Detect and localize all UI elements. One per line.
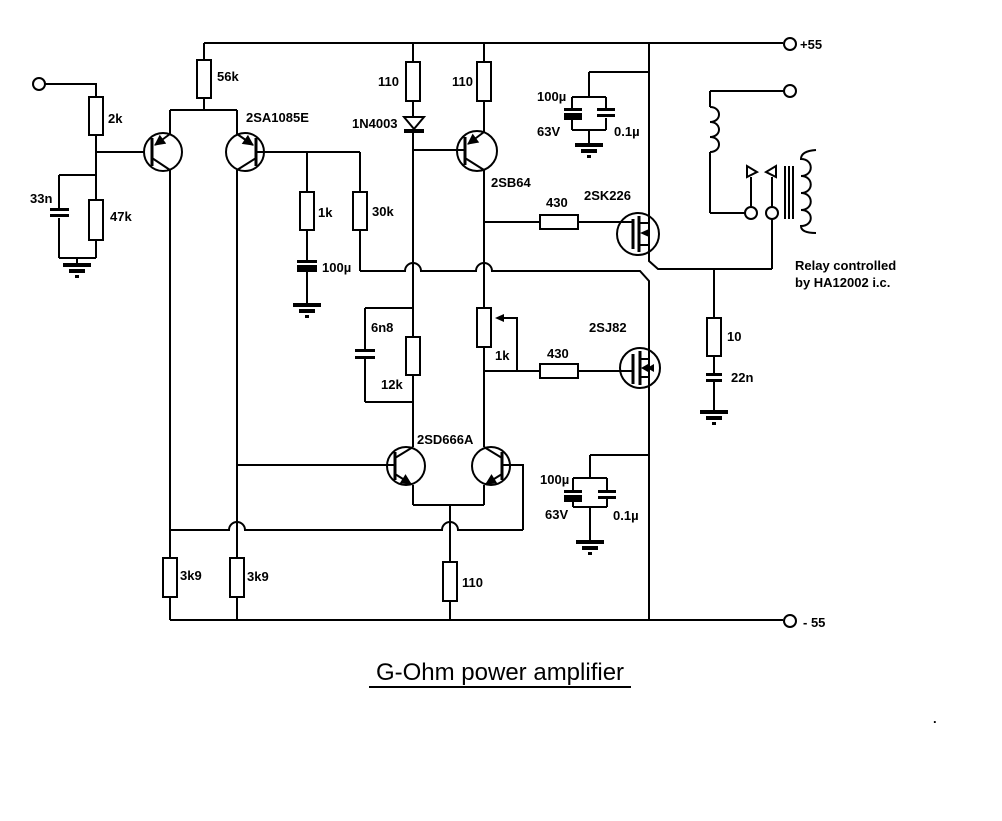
capacitors: [50, 108, 722, 502]
relay-contacts: [744, 164, 779, 220]
terminals: [32, 37, 797, 628]
2sj82-arrow-1: [641, 364, 648, 372]
label-vminus: - 55: [803, 615, 825, 630]
label-2sb64: 2SB64: [491, 175, 532, 190]
label-3k9-right: 3k9: [247, 569, 269, 584]
resistor-56k: [196, 59, 212, 99]
resistor-430-top: [539, 214, 579, 230]
ground-bottom-bank: [576, 540, 604, 555]
schematic-title: G-Ohm power amplifier: [376, 659, 624, 686]
label-2sj82: 2SJ82: [589, 320, 627, 335]
input-terminal: [32, 77, 46, 91]
resistor-2k: [88, 96, 104, 136]
label-6n8: 6n8: [371, 320, 393, 335]
label-0u1-bottom: 0.1µ: [613, 508, 639, 523]
label-430-bottom: 430: [547, 346, 569, 361]
label-1k-feedback: 1k: [318, 205, 333, 220]
label-3k9-left: 3k9: [180, 568, 202, 583]
resistor-110-b: [476, 61, 492, 102]
resistor-3k9-right: [229, 557, 245, 598]
resistor-430-bottom: [539, 363, 579, 379]
labels: 2k 33n 47k 56k 2SA1085E 1k 100µ 30k 110 …: [30, 37, 937, 726]
resistor-10: [706, 317, 722, 357]
label-2sd666a: 2SD666A: [417, 432, 474, 447]
label-63v-top: 63V: [537, 124, 560, 139]
ground-symbols: [63, 143, 728, 555]
diode-1n4003-symbol: [401, 116, 427, 133]
label-vplus: +55: [800, 37, 822, 52]
cap-22n: [706, 373, 722, 382]
ground-feedback: [293, 303, 321, 318]
relay-contact-pivot-right: [765, 206, 779, 220]
potentiometer-1k: [476, 307, 492, 348]
relay-note-line1: Relay controlled: [795, 258, 896, 273]
label-33n: 33n: [30, 191, 52, 206]
2sk226-arrow: [640, 229, 649, 237]
label-12k: 12k: [381, 377, 403, 392]
2sj82-arrow-2: [647, 364, 654, 372]
label-110-a: 110: [378, 74, 399, 89]
relay-contact-flag-right: [763, 164, 777, 179]
relay-contact-pivot-left: [744, 206, 758, 220]
ground-input: [63, 263, 91, 278]
pot-wiper-arrow: [495, 314, 504, 322]
cap-100u-top: [564, 108, 582, 120]
label-0u1-top: 0.1µ: [614, 124, 640, 139]
relay-note-line2: by HA12002 i.c.: [795, 275, 890, 290]
label-100u-bottom: 100µ: [540, 472, 569, 487]
label-430-top: 430: [546, 195, 568, 210]
cap-6n8: [355, 349, 375, 359]
cap-0u1-bottom: [598, 490, 616, 499]
relay-contact-flag-left: [746, 164, 760, 179]
label-2k: 2k: [108, 111, 123, 126]
cap-100u-bottom: [564, 490, 582, 502]
resistor-110-c: [442, 561, 458, 602]
ground-zobel: [700, 410, 728, 425]
resistor-30k: [352, 191, 368, 231]
resistor-1k-feedback: [299, 191, 315, 231]
label-30k: 30k: [372, 204, 394, 219]
label-1n4003: 1N4003: [352, 116, 398, 131]
wires: [45, 42, 794, 621]
label-110-b: 110: [452, 74, 473, 89]
resistor-3k9-left: [162, 557, 178, 598]
vminus-terminal: [783, 614, 797, 628]
cap-33n: [50, 208, 69, 217]
label-56k: 56k: [217, 69, 239, 84]
transistor-internals: [150, 131, 504, 485]
resistor-47k: [88, 199, 104, 241]
cap-100u-feedback: [297, 260, 317, 272]
label-2sa1085e: 2SA1085E: [246, 110, 309, 125]
output-terminal: [783, 84, 797, 98]
label-22n: 22n: [731, 370, 753, 385]
label-10: 10: [727, 329, 741, 344]
label-2sk226: 2SK226: [584, 188, 631, 203]
stray-dot: .: [933, 711, 937, 726]
resistor-110-a: [405, 61, 421, 102]
output-inductor: [709, 106, 720, 153]
cap-0u1-top: [597, 108, 615, 117]
vplus-terminal: [783, 37, 797, 51]
label-47k: 47k: [110, 209, 132, 224]
label-63v-bottom: 63V: [545, 507, 568, 522]
label-1k-pot: 1k: [495, 348, 510, 363]
resistors: [88, 59, 722, 602]
label-100u-top: 100µ: [537, 89, 566, 104]
label-110-c: 110: [462, 575, 483, 590]
relay-coil: [799, 149, 817, 234]
ground-top-bank: [575, 143, 603, 158]
resistor-12k: [405, 336, 421, 376]
mosfet-internals: [617, 216, 654, 385]
label-100u-feedback: 100µ: [322, 260, 351, 275]
